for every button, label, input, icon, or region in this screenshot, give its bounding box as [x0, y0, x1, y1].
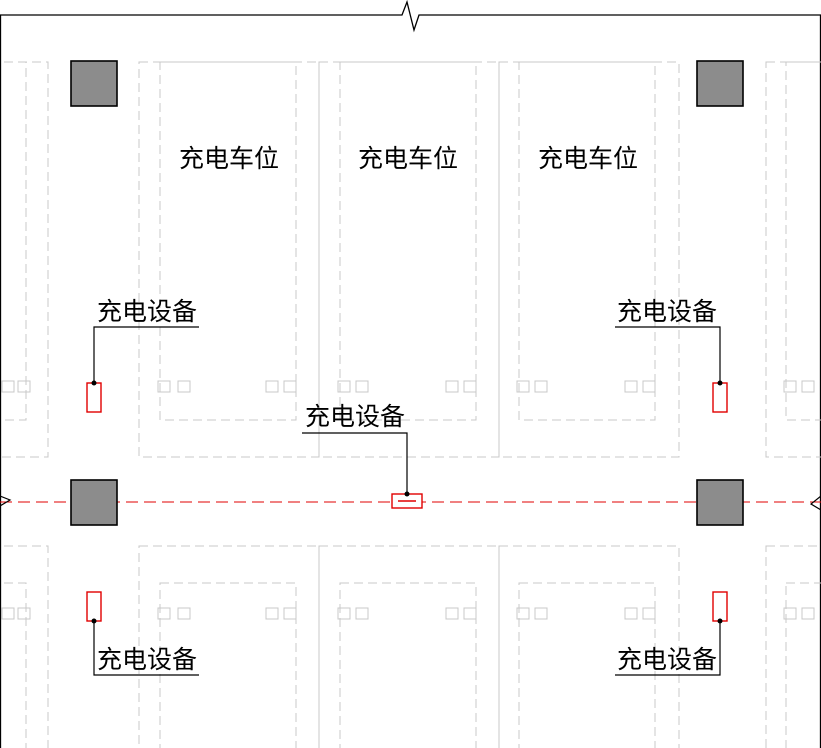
leader-lines — [93, 326, 721, 676]
space-labels: 充电车位 充电车位 充电车位 — [179, 144, 638, 173]
axis-break-marks — [0, 495, 821, 511]
charger-symbol — [86, 591, 102, 622]
space-label: 充电车位 — [179, 144, 279, 173]
wheel-stops — [1, 380, 815, 620]
column — [70, 60, 118, 107]
charger-symbol — [712, 591, 728, 622]
equipment-label: 充电设备 — [617, 645, 717, 674]
equipment-label: 充电设备 — [97, 297, 197, 326]
wheel-stops-lower — [1, 607, 815, 620]
column — [70, 479, 118, 526]
leader-dots — [91, 380, 723, 624]
equipment-label: 充电设备 — [617, 297, 717, 326]
space-label: 充电车位 — [538, 144, 638, 173]
columns — [70, 60, 744, 526]
stall-grid — [0, 61, 821, 748]
equipment-label: 充电设备 — [305, 402, 405, 431]
equipment-label: 充电设备 — [97, 645, 197, 674]
charger-symbol — [712, 382, 728, 413]
space-label: 充电车位 — [358, 144, 458, 173]
column — [696, 479, 744, 526]
charger-symbol — [86, 382, 102, 413]
column — [696, 60, 744, 107]
equipment-labels: 充电设备 充电设备 充电设备 充电设备 充电设备 — [97, 297, 717, 674]
wheel-stops-upper — [1, 380, 815, 393]
